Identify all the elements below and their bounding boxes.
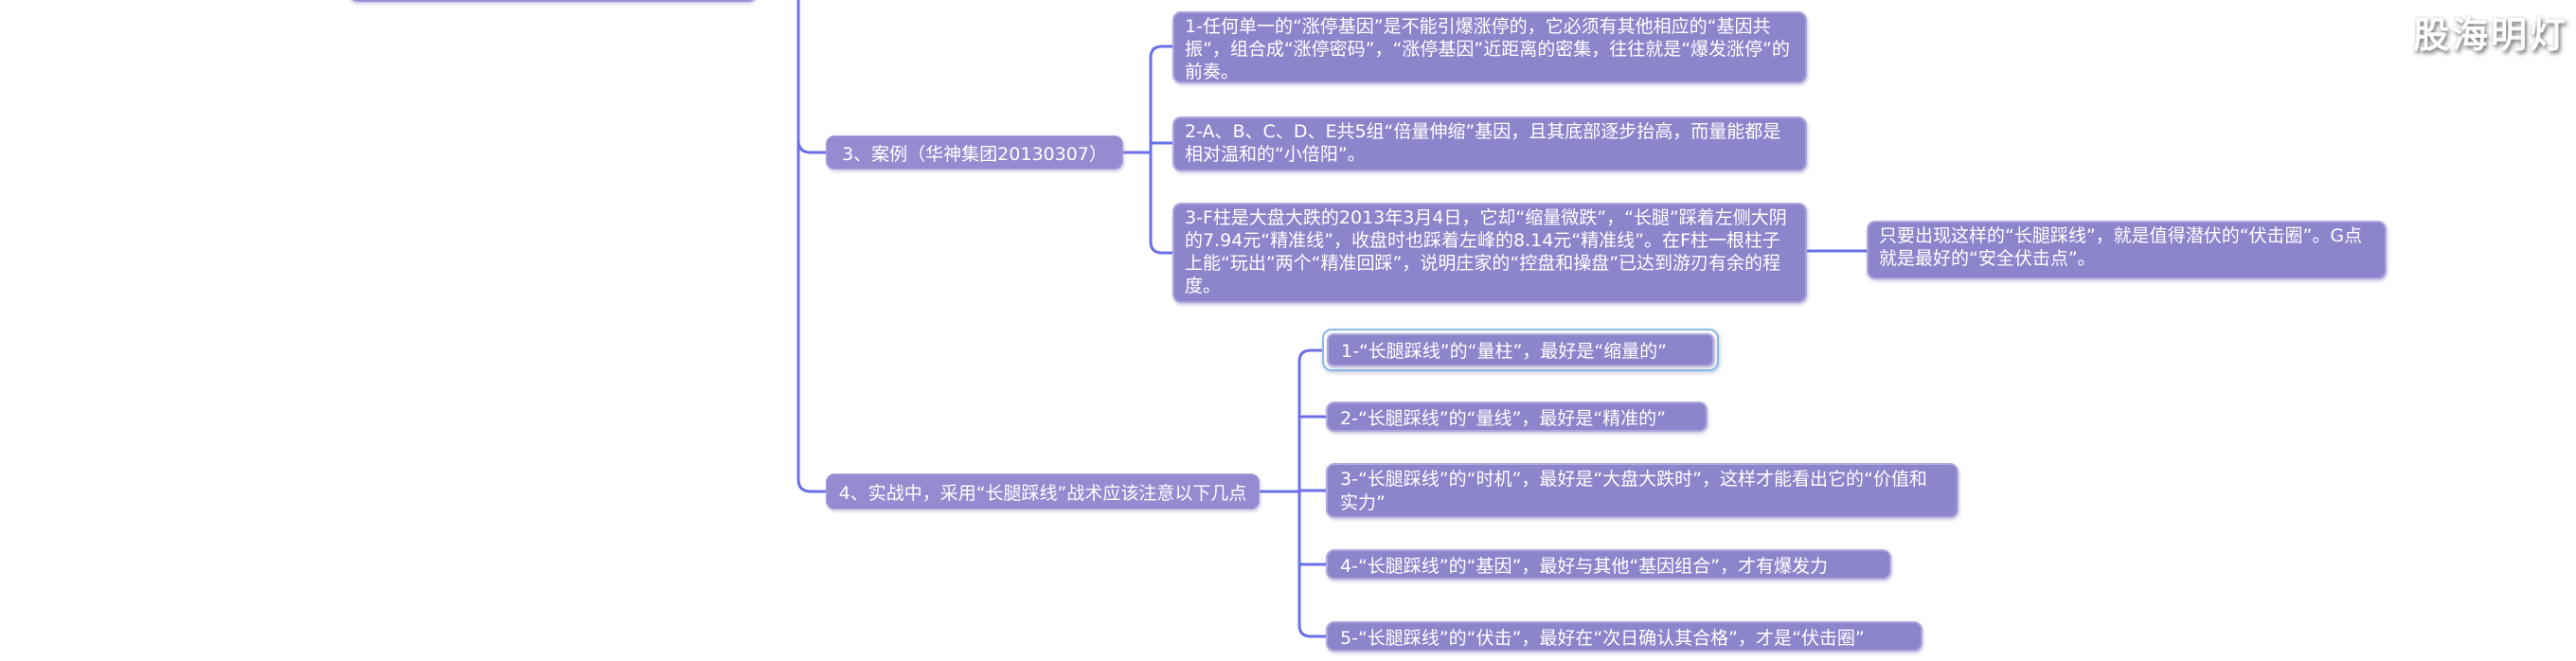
case-node-label: 3、案例（华神集团20130307） bbox=[842, 143, 1107, 165]
mindmap-node-practice[interactable]: 4、实战中，采用“长腿踩线”战术应该注意以下几点 bbox=[826, 473, 1260, 509]
mindmap-node-case[interactable]: 3、案例（华神集团20130307） bbox=[826, 135, 1123, 170]
practice-node-label: 4、实战中，采用“长腿踩线”战术应该注意以下几点 bbox=[838, 482, 1247, 504]
connector-case-bus bbox=[1149, 45, 1172, 255]
mindmap-node-ambush-zone[interactable]: 只要出现这样的“长腿踩线”，就是值得潜伏的“伏击圈”。G点就是最好的“安全伏击点… bbox=[1867, 221, 2387, 279]
mindmap-node-practice-point-5[interactable]: 5-“长腿踩线”的“伏击”，最好在“次日确认其合格”，才是“伏击圈” bbox=[1326, 621, 1923, 652]
connector-practice-bus bbox=[1297, 348, 1326, 638]
mindmap-node-practice-point-2[interactable]: 2-“长腿踩线”的“量线”，最好是“精准的” bbox=[1326, 402, 1708, 432]
mindmap-node-case-point-1[interactable]: 1-任何单一的“涨停基因”是不能引爆涨停的，它必须有其他相应的“基因共振”，组合… bbox=[1172, 11, 1807, 83]
mindmap-node-case-point-2[interactable]: 2-A、B、C、D、E共5组“倍量伸缩”基因，且其底部逐步抬高，而量能都是相对温… bbox=[1172, 116, 1807, 171]
mindmap-node-case-point-3[interactable]: 3-F柱是大盘大跌的2013年3月4日，它却“缩量微跌”，“长腿”踩着左侧大阴的… bbox=[1172, 203, 1807, 303]
mindmap-node-practice-point-1[interactable]: 1-“长腿踩线”的“量柱”，最好是“缩量的” bbox=[1327, 333, 1714, 366]
watermark: 股海明灯 bbox=[2412, 14, 2568, 56]
clipped-parent-node[interactable] bbox=[349, 0, 758, 2]
selection-ring: 1-“长腿踩线”的“量柱”，最好是“缩量的” bbox=[1322, 329, 1719, 371]
connector-branch-case bbox=[796, 139, 826, 154]
mindmap-node-practice-point-4[interactable]: 4-“长腿踩线”的“基因”，最好与其他“基因组合”，才有爆发力 bbox=[1326, 549, 1891, 580]
mindmap-node-practice-point-3[interactable]: 3-“长腿踩线”的“时机”，最好是“大盘大跌时”，这样才能看出它的“价值和实力” bbox=[1326, 463, 1959, 518]
connector-trunk bbox=[796, 0, 826, 493]
